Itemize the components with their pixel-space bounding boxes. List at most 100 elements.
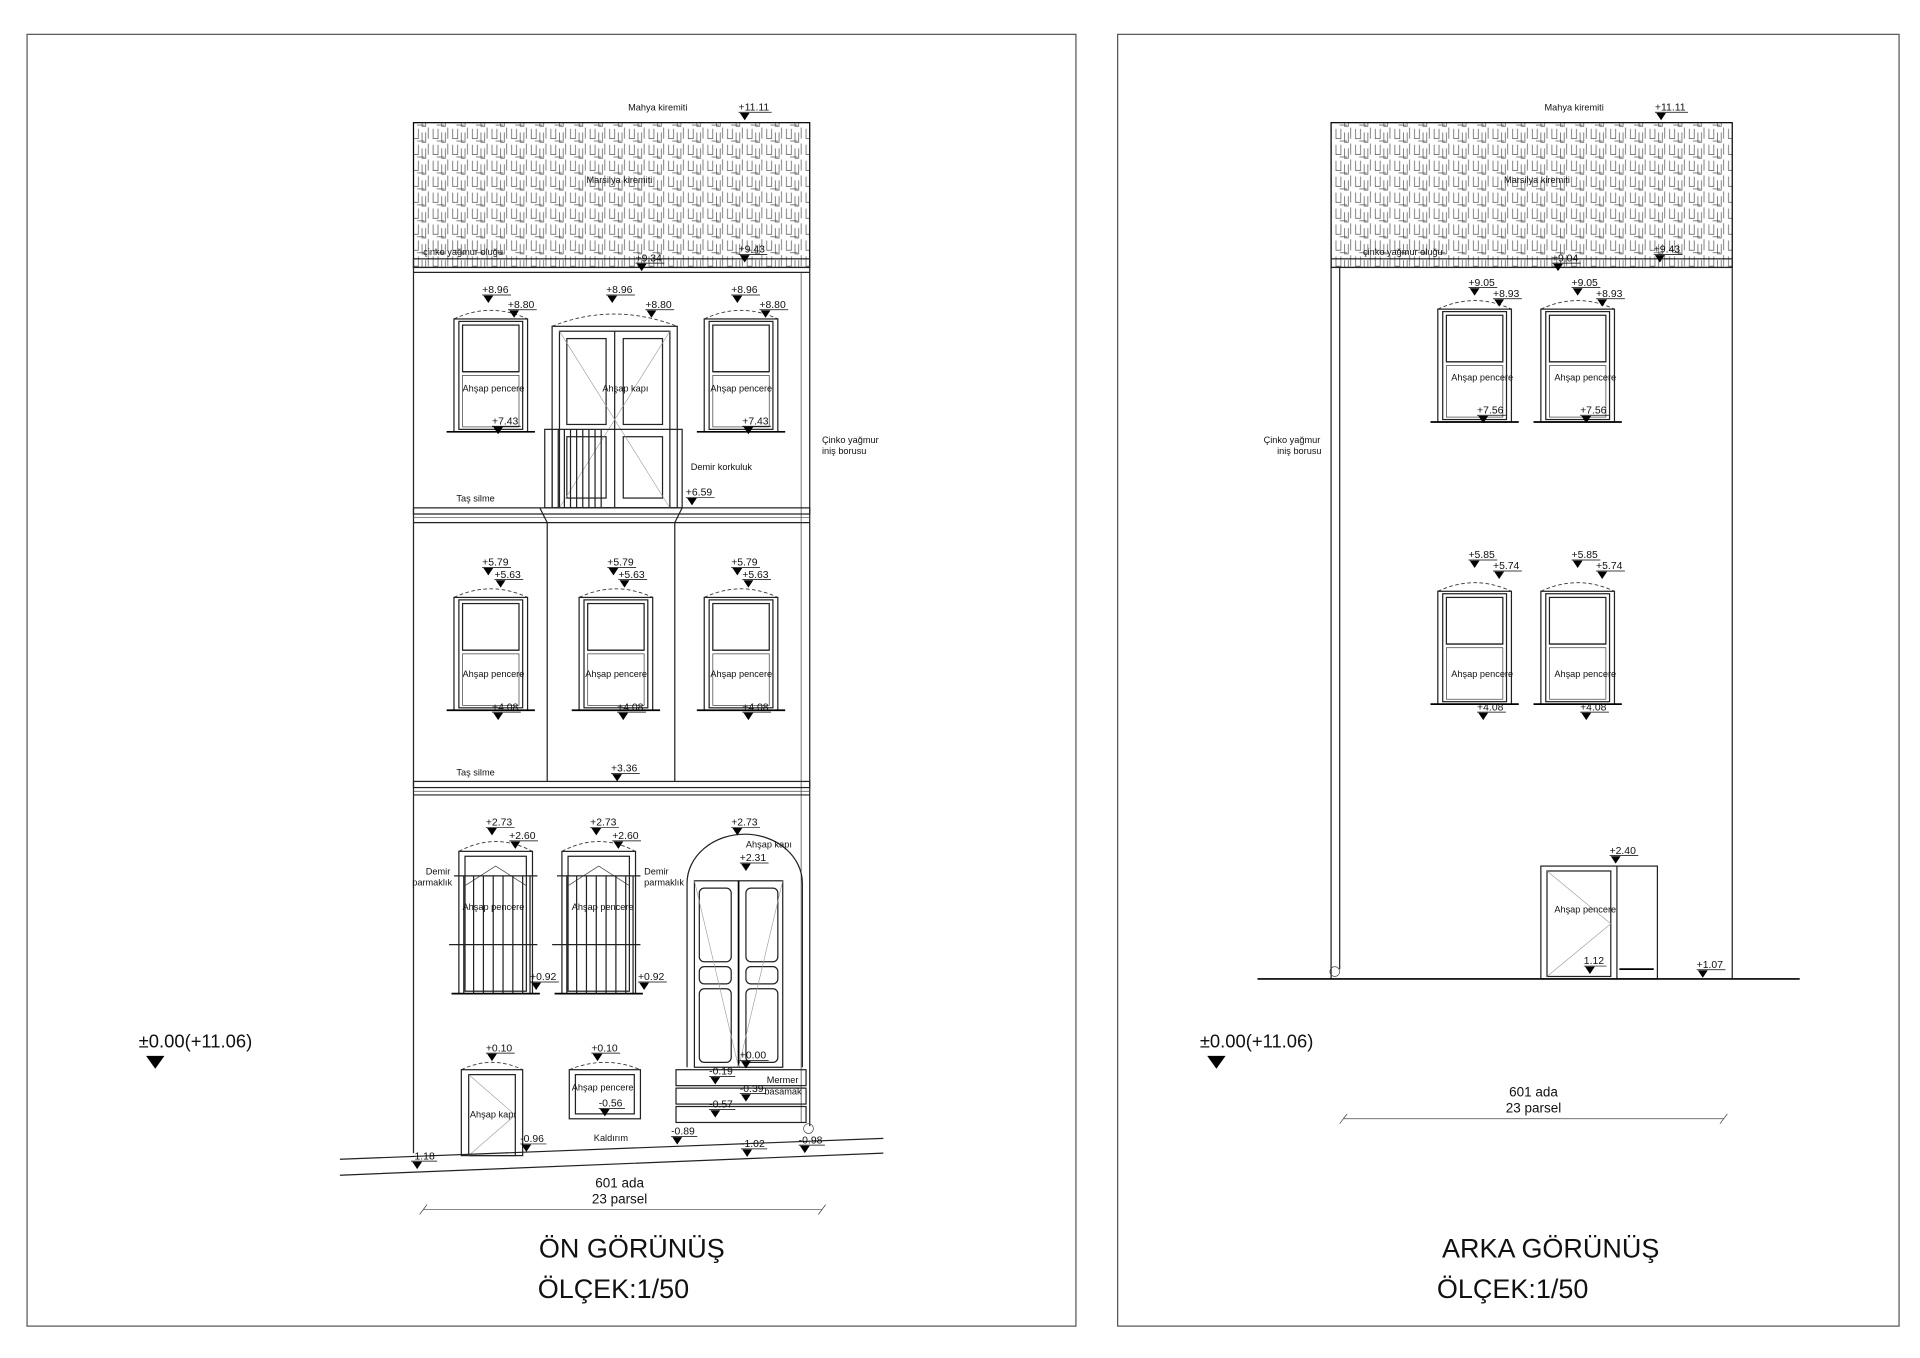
level-marker-icon	[1478, 415, 1489, 424]
level-marker-icon	[742, 1149, 753, 1157]
level-value: +11.11	[1655, 102, 1686, 113]
label-marsilya: Marsilya kiremiti	[1504, 175, 1570, 185]
label-steps: Mermer	[767, 1075, 799, 1085]
basement-door	[460, 1062, 524, 1157]
label-window: Ahşap pencere	[463, 669, 525, 679]
level-marker-icon	[607, 295, 618, 304]
front-level-marks: +11.11 +9.34 +9.43 +8.96 +8.96 +8.96 +8.…	[411, 102, 825, 1170]
front-title: ÖN GÖRÜNÜŞ	[539, 1233, 725, 1263]
level-marker-icon	[636, 263, 647, 272]
level-value: -0.56	[599, 1099, 623, 1110]
front-elevation-panel: Mahya kiremiti Marsilya kiremiti çinko y…	[26, 33, 1077, 1327]
level-marker-icon	[1572, 560, 1583, 568]
entrance-door	[686, 833, 803, 1068]
level-value: +2.73	[731, 818, 758, 829]
level-marker-icon	[1494, 299, 1505, 307]
window-mid-center	[570, 587, 662, 712]
level-value: -0.19	[709, 1067, 733, 1078]
level-marker-icon	[1597, 299, 1608, 307]
iron-balcony-railing	[544, 428, 683, 509]
level-value: +8.80	[508, 300, 535, 311]
level-value: +7.43	[742, 416, 769, 427]
level-value: +5.63	[618, 570, 645, 581]
level-marker-icon	[760, 310, 771, 318]
grilled-window-left	[448, 840, 541, 995]
level-marker-icon	[1581, 415, 1592, 424]
rear-window-top-left	[1429, 299, 1520, 423]
level-marker-icon	[487, 1053, 497, 1062]
window-mid-left	[445, 587, 536, 712]
level-value: +9.43	[739, 245, 766, 256]
level-marker-icon	[1478, 712, 1489, 721]
label-downpipe: iniş borusu	[1277, 446, 1321, 456]
level-value: +2.73	[590, 818, 617, 829]
level-marker-icon	[1597, 571, 1608, 580]
rear-sheet-border	[1117, 33, 1900, 1327]
label-gutter: çinko yağmur oluğu	[423, 247, 503, 257]
level-marker-icon	[608, 567, 619, 576]
level-marker-icon	[591, 828, 602, 836]
level-value: +8.96	[731, 285, 758, 296]
window-mid-right	[695, 587, 787, 712]
label-cornice: Taş silme	[456, 767, 494, 777]
front-gutter	[412, 258, 811, 269]
front-scale: ÖLÇEK:1/50	[538, 1274, 689, 1304]
parcel-ada: 601 ada	[1509, 1085, 1558, 1100]
datum-level: ±0.00(+11.06)	[139, 1031, 253, 1052]
level-marker-icon	[599, 1108, 610, 1117]
level-marker-icon	[1656, 112, 1666, 121]
label-marsilya: Marsilya kiremiti	[586, 175, 652, 185]
label-window: Ahşap pencere	[463, 902, 525, 912]
level-value: +5.63	[742, 570, 769, 581]
parcel-number: 23 parsel	[592, 1191, 647, 1206]
stone-cornice-lower	[412, 780, 811, 796]
level-marker-icon	[741, 863, 751, 871]
label-steps: basamak	[764, 1086, 802, 1096]
level-marker-icon	[495, 580, 506, 588]
label-downpipe: iniş borusu	[822, 446, 866, 456]
front-roof	[412, 122, 811, 269]
level-value: +7.56	[1477, 405, 1504, 416]
level-marker-icon	[732, 295, 743, 304]
level-marker-icon	[732, 828, 743, 836]
level-value: -1.02	[741, 1139, 765, 1150]
label-window: Ahşap pencere	[585, 669, 647, 679]
rear-elevation-panel: Mahya kiremiti Marsilya kiremiti çinko y…	[1117, 33, 1900, 1327]
rear-window-top-right	[1532, 299, 1623, 423]
level-value: +9.05	[1572, 278, 1599, 289]
rear-wall-outline	[1330, 267, 1733, 979]
stone-cornice-upper	[412, 507, 811, 782]
label-window: Ahşap pencere	[572, 1083, 634, 1093]
rear-title: ARKA GÖRÜNÜŞ	[1442, 1233, 1659, 1263]
marble-steps	[675, 1069, 814, 1134]
label-cornice: Taş silme	[456, 494, 494, 504]
level-marker-icon	[1581, 712, 1592, 721]
label-window: Ahşap pencere	[710, 669, 772, 679]
level-value: -0.89	[671, 1127, 695, 1138]
datum-level: ±0.00(+11.06)	[1200, 1031, 1314, 1052]
level-marker-icon	[618, 712, 629, 721]
level-marker-icon	[687, 498, 697, 506]
level-value: +5.85	[1468, 550, 1495, 561]
level-value: +4.08	[742, 702, 769, 713]
label-downpipe: Çinko yağmur	[1264, 435, 1321, 445]
level-value: +5.63	[494, 570, 521, 581]
level-marker-icon	[710, 1077, 721, 1085]
level-marker-icon	[639, 982, 650, 990]
level-value: +9.04	[1552, 253, 1579, 264]
level-value: +2.60	[612, 831, 639, 842]
level-marker-icon	[741, 1094, 751, 1102]
rear-scale: ÖLÇEK:1/50	[1437, 1274, 1588, 1304]
front-sheet-border	[26, 33, 1077, 1327]
level-value: -1.18	[411, 1151, 435, 1162]
rear-window-mid-right	[1532, 581, 1623, 706]
front-parcel-dimension	[419, 1204, 826, 1215]
level-marker-icon	[741, 1061, 751, 1069]
level-marker-icon	[1654, 255, 1665, 263]
level-marker-icon	[743, 712, 754, 721]
label-grille: Demir	[426, 867, 451, 877]
level-value: +8.93	[1493, 289, 1520, 300]
label-grille: Demir	[644, 867, 669, 877]
level-value: +2.40	[1610, 846, 1637, 857]
